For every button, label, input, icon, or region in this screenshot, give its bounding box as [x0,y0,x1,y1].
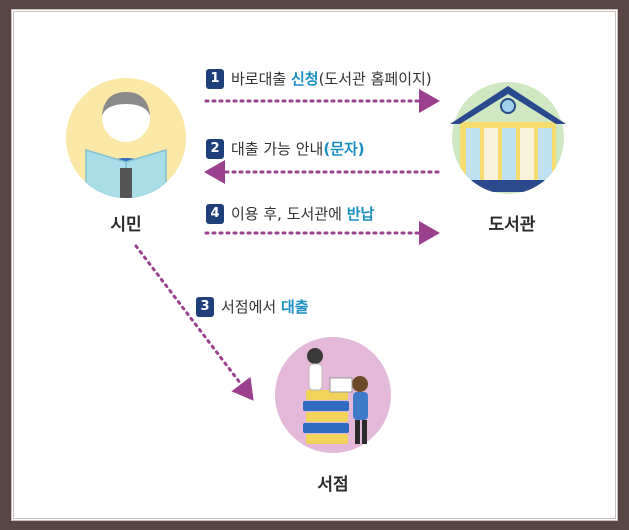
node-label-citizen: 시민 [110,215,142,235]
step-highlight: (문자) [323,140,365,158]
step-number-badge: 2 [206,138,224,159]
step-text: 이용 후, 도서관에 [231,205,347,223]
step-text-suffix: (도서관 홈페이지) [318,70,432,88]
node-label-library: 도서관 [488,215,536,235]
step-text: 서점에서 [221,298,281,316]
step-text: 바로대출 [231,70,291,88]
arrow-citizen-to-bookstore [134,244,254,401]
citizen-reading-icon [66,78,186,198]
bookstore-clerk-icon [275,337,391,453]
step-number-badge: 3 [196,296,214,317]
step-highlight: 반납 [346,205,375,223]
step-3-label: 3 서점에서 대출 [196,296,309,317]
step-number-badge: 1 [206,68,224,89]
step-4-label: 4 이용 후, 도서관에 반납 [206,203,374,224]
step-text: 대출 가능 안내 [231,140,324,158]
step-highlight: 신청 [290,70,319,88]
library-building-icon [450,82,566,194]
step-highlight: 대출 [280,298,309,316]
step-number-badge: 4 [206,203,224,224]
node-label-bookstore: 서점 [317,475,349,495]
step-2-label: 2 대출 가능 안내(문자) [206,138,365,159]
step-1-label: 1 바로대출 신청(도서관 홈페이지) [206,68,432,89]
